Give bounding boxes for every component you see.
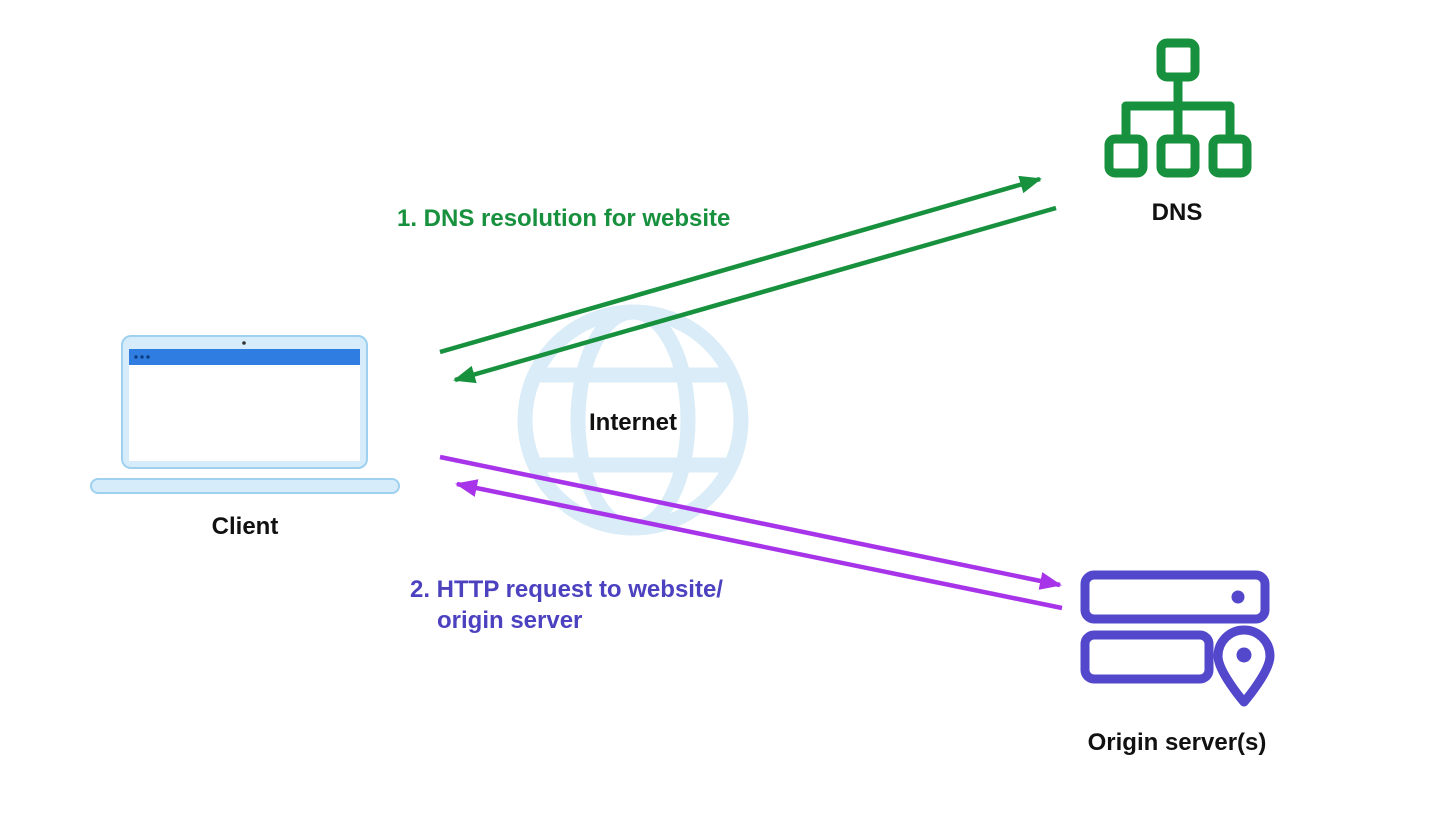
- dns-tree-icon: [1104, 38, 1252, 178]
- dns-leaf-left: [1104, 134, 1148, 178]
- laptop-title-bar: [129, 349, 360, 365]
- http-flow-label-line2: origin server: [437, 607, 583, 634]
- location-pin-dot: [1236, 647, 1252, 663]
- laptop-screen-content: [129, 365, 360, 461]
- window-dot-1: [134, 355, 138, 359]
- location-pin: [1213, 625, 1275, 707]
- dns-label: DNS: [1151, 199, 1203, 226]
- client-label: Client: [211, 513, 279, 540]
- internet-label: Internet: [588, 409, 677, 436]
- origin-server-icon: [1080, 570, 1275, 707]
- server-indicator-dot: [1231, 590, 1245, 604]
- dns-leaf-mid: [1156, 134, 1200, 178]
- dns-leaf-right: [1208, 134, 1252, 178]
- dns-flow-label: 1. DNS resolution for website: [397, 205, 731, 232]
- client-laptop-icon: [90, 335, 400, 494]
- http-flow-label: 2. HTTP request to website/ origin serve…: [410, 574, 723, 636]
- laptop-base: [90, 478, 400, 494]
- window-dot-3: [146, 355, 150, 359]
- window-dot-2: [140, 355, 144, 359]
- server-rack-bottom: [1080, 630, 1214, 684]
- dns-root-node: [1156, 38, 1200, 82]
- server-rack-top: [1080, 570, 1270, 624]
- http-flow-label-line1: 2. HTTP request to website/: [410, 576, 723, 603]
- laptop-camera-dot: [242, 341, 246, 345]
- origin-server-label: Origin server(s): [1087, 729, 1267, 756]
